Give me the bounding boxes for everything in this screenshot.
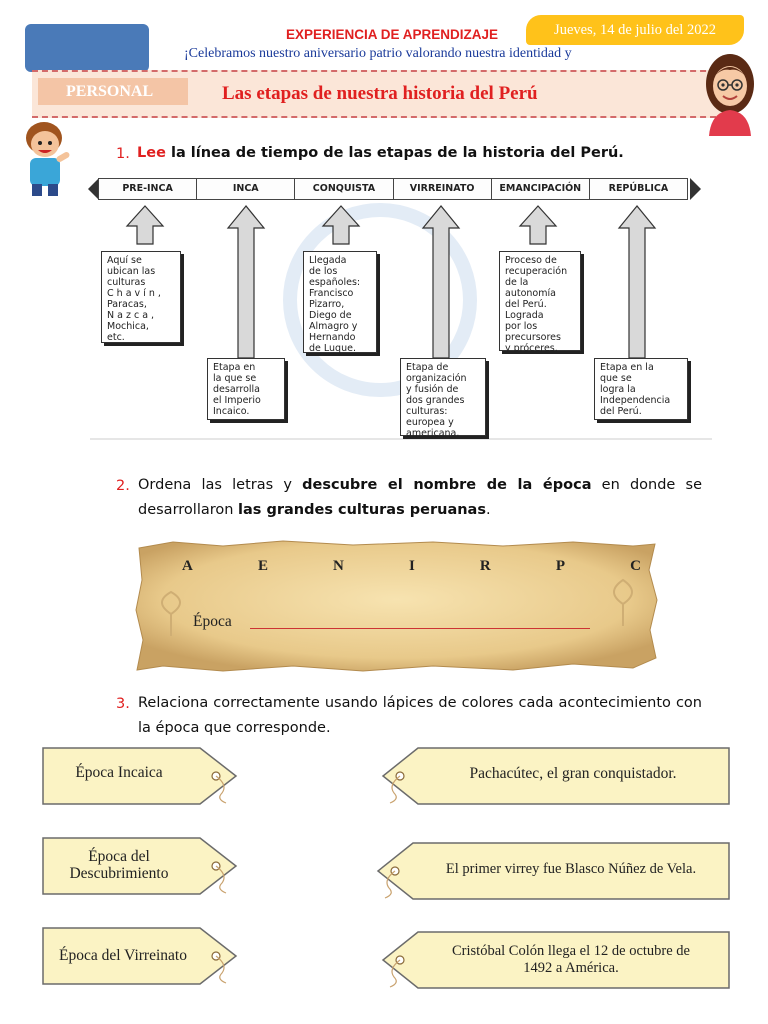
tag-epoca-incaica-label: Época Incaica [75,764,163,781]
tag-pachacutec-label: Pachacútec, el gran conquistador. [469,765,677,782]
tag-epoca-incaica[interactable] [40,745,240,807]
question-2-number: 2. [116,478,130,494]
experience-title: EXPERIENCIA DE APRENDIZAJE [286,27,499,42]
arrow-emancipacion-icon [518,205,558,245]
school-logo [25,24,149,72]
tag-epoca-virreinato[interactable] [40,925,240,987]
tag-cristobal-colon[interactable] [380,929,732,991]
tag-cristobal-colon-label: Cristóbal Colón llega el 12 de octubre d… [452,943,690,976]
republica-info-box: Etapa en la que se logra la Independenci… [594,358,688,420]
arrow-conquista-icon [321,205,361,245]
question-2-text-b: en donde se desarrollaron [138,477,703,518]
tag-pachacutec[interactable] [380,745,732,807]
preinca-info-box: Aquí se ubican las culturas C h a v í n … [101,251,181,343]
question-1-number: 1. [116,146,130,162]
emancipacion-info-box: Proceso de recuperación de la autonomía … [499,251,581,354]
stage-preinca: PRE-INCA [99,179,198,199]
timeline-end-cap-icon [690,178,701,200]
stage-inca: INCA [197,179,296,199]
tag-epoca-virreinato-label: Época del Virreinato [59,947,187,964]
letter-3: N [333,558,345,574]
letter-6: P [555,558,567,574]
stage-conquista: CONQUISTA [295,179,394,199]
letter-1: A [182,558,194,574]
inca-info-box: Etapa en la que se desarrolla el Imperio… [207,358,285,420]
question-2-text: Ordena las letras y descubre el nombre d… [138,473,702,523]
watermark-icon [283,203,477,397]
question-3-text: Relaciona correctamente usando lápices d… [138,695,702,736]
scrambled-letters: A E N I R P C [182,558,642,575]
question-2-bold-a: descubre el nombre de la época [302,477,592,493]
conquista-info-box: Llegada de los españoles: Francisco Piza… [303,251,377,354]
date-badge: Jueves, 14 de julio del 2022 [526,15,744,45]
stage-republica: REPÚBLICA [608,183,669,194]
fleur-left-icon [161,590,181,636]
arrow-republica-icon [617,205,657,359]
timeline-bar: PRE-INCA INCA CONQUISTA VIRREINATO EMANC… [98,178,688,200]
stage-virreinato: VIRREINATO [394,179,492,199]
epoca-answer-line[interactable] [250,628,590,629]
letter-7: C [630,558,642,574]
question-2-text-c: . [485,502,491,518]
parchment-card [135,540,658,672]
letter-4: I [408,558,416,574]
topic-title: Las etapas de nuestra historia del Perú [222,83,538,104]
question-1-text: Lee la línea de tiempo de las etapas de … [137,141,624,166]
epoca-label: Época [193,613,232,630]
timeline-start-cap-icon [88,178,99,200]
question-2-bold-b: las grandes culturas peruanas [238,502,486,518]
virreinato-info-box: Etapa de organización y fusión de dos gr… [400,358,486,439]
question-3-number: 3. [116,696,130,712]
question-2-text-a: Ordena las letras y [138,477,292,493]
experience-subtitle: ¡Celebramos nuestro aniversario patrio v… [184,46,572,61]
tag-epoca-descubrimiento-label: Época del Descubrimiento [69,848,169,882]
area-tab: PERSONAL [38,78,188,105]
teacher-illustration-icon [706,54,754,136]
student-boy-illustration-icon [26,122,70,196]
arrow-inca-icon [226,205,266,359]
timeline-arrows [125,203,657,397]
question-1-body: la línea de tiempo de las etapas de la h… [170,145,624,161]
tag-primer-virrey[interactable] [375,840,732,902]
letter-2: E [257,558,269,574]
letter-5: R [479,558,492,574]
stage-emancipacion: EMANCIPACIÓN [492,179,590,199]
arrow-preinca-icon [125,205,165,245]
tag-epoca-descubrimiento[interactable] [40,835,240,897]
question-1-lead: Lee [137,145,166,161]
fleur-right-icon [613,578,633,626]
tag-primer-virrey-label: El primer virrey fue Blasco Núñez de Vel… [445,861,697,877]
